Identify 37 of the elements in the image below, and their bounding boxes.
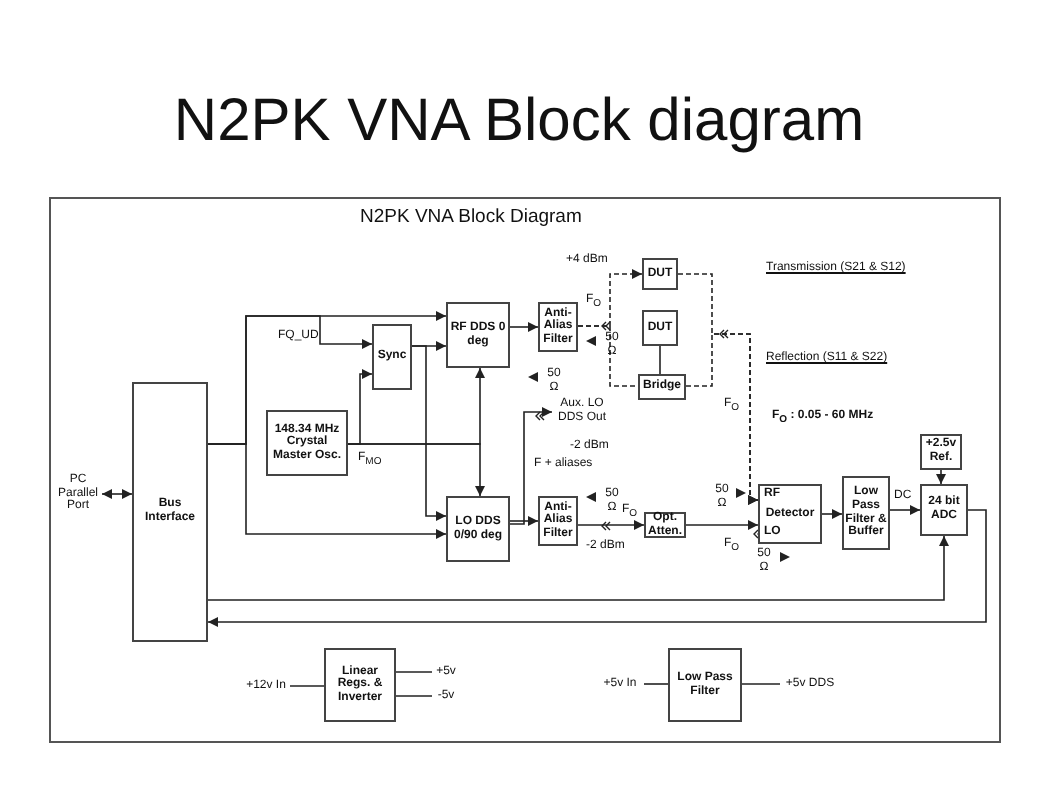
arrow [509, 516, 539, 526]
arrow [889, 505, 921, 515]
diagram-subtitle: N2PK VNA Block Diagram [360, 208, 582, 229]
block-box [638, 374, 686, 400]
connector-line [289, 685, 325, 687]
connector-line [395, 671, 433, 673]
block-box [132, 382, 208, 642]
diagram-title: N2PK VNA Block diagram [171, 88, 867, 156]
block-box [372, 324, 412, 390]
block-box [324, 648, 396, 722]
arrow [577, 520, 645, 530]
connector-line [577, 325, 639, 387]
arrow [685, 520, 759, 530]
block-box [758, 484, 822, 544]
connector-line [643, 683, 669, 685]
block-box [842, 476, 890, 550]
arrow [347, 443, 485, 497]
arrow [411, 345, 447, 521]
arrow [685, 333, 759, 505]
arrow [821, 509, 843, 519]
block-box [642, 310, 678, 346]
block-box [642, 258, 678, 290]
block-box [920, 484, 968, 536]
block-box [266, 410, 348, 476]
block-box [446, 302, 510, 368]
block-box [446, 496, 510, 562]
arrow [207, 443, 447, 539]
arrow [207, 535, 949, 601]
arrow [936, 469, 946, 485]
arrow [207, 509, 987, 627]
connector-line [741, 683, 781, 685]
arrow [509, 407, 553, 525]
arrow [509, 322, 539, 332]
connector-line [395, 695, 433, 697]
block-box [668, 648, 742, 722]
connector-line [659, 345, 661, 375]
arrow [101, 489, 133, 499]
